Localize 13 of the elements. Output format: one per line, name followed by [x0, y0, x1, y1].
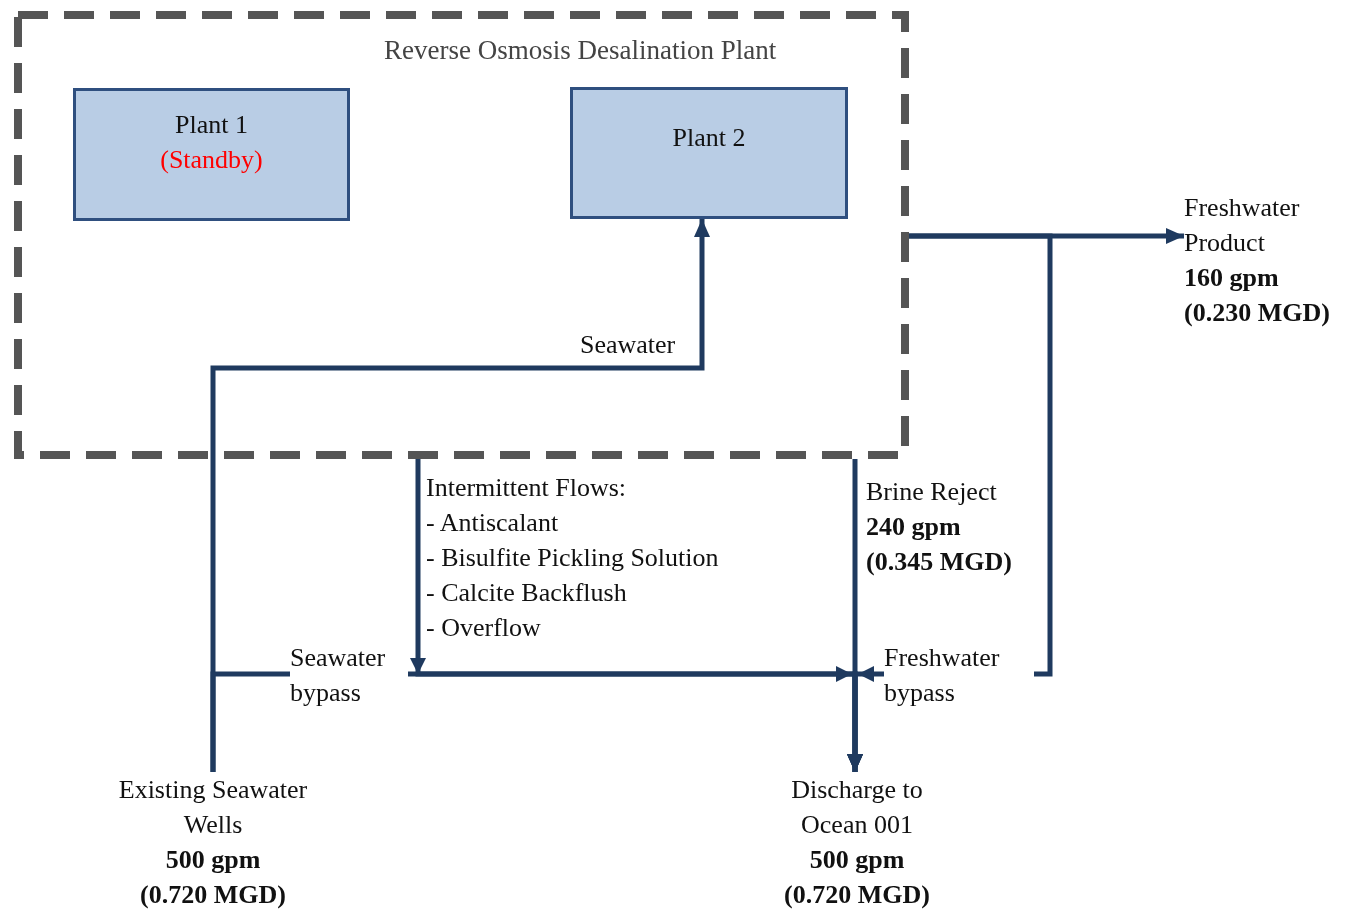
plant-name: Plant 1: [175, 109, 248, 141]
plant-status: (Standby): [160, 144, 263, 176]
endpoint-name: Discharge to Ocean 001: [790, 774, 924, 841]
plant-box: [73, 88, 350, 221]
flow-rate: 160 gpm (0.230 MGD): [1184, 262, 1331, 329]
dashed-boundary: [14, 11, 909, 459]
endpoint-name: Existing Seawater Wells: [117, 774, 309, 841]
flow-rate: 500 gpm (0.720 MGD): [139, 844, 287, 911]
plant-box: [570, 87, 848, 219]
endpoint-name: Freshwater Product: [1184, 192, 1301, 259]
flow-rate: 500 gpm (0.720 MGD): [783, 844, 931, 911]
plant-name: Plant 2: [672, 122, 746, 154]
group-title: Reverse Osmosis Desalination Plant: [384, 34, 777, 67]
